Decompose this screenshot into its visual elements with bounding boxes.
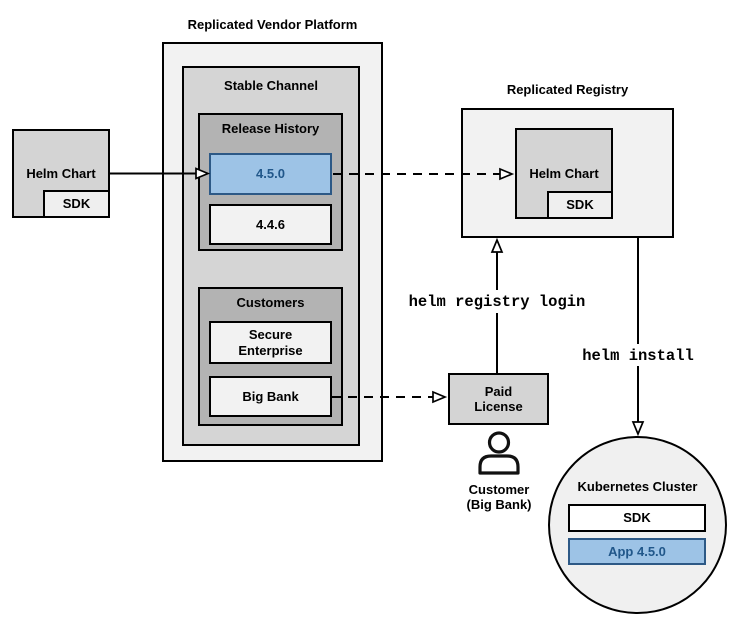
registry-helm-chart-box: Helm Chart SDK: [515, 128, 613, 219]
customer-big-bank: Big Bank: [209, 376, 332, 417]
source-helm-chart-label: Helm Chart: [26, 165, 96, 181]
release-history-label: Release History: [221, 121, 320, 136]
stable-channel-label: Stable Channel: [224, 78, 318, 93]
release-version-446: 4.4.6: [209, 204, 332, 245]
cluster-app-box: App 4.5.0: [568, 538, 706, 565]
registry-title: Replicated Registry: [506, 82, 629, 97]
customer-label: Customer (Big Bank): [466, 482, 532, 513]
vendor-platform-title: Replicated Vendor Platform: [187, 17, 358, 32]
helm-install-command: helm install: [582, 347, 694, 365]
arrow-registry-to-cluster: [631, 238, 645, 437]
source-helm-chart-box: Helm Chart SDK: [12, 129, 110, 218]
registry-helm-chart-label: Helm Chart: [529, 165, 599, 181]
release-version-450: 4.5.0: [209, 153, 332, 195]
source-sdk-box: SDK: [43, 190, 110, 218]
helm-registry-login-command: helm registry login: [408, 293, 586, 311]
customer-person-icon: [478, 431, 520, 475]
customer-secure-enterprise: Secure Enterprise: [209, 321, 332, 364]
kubernetes-cluster-title: Kubernetes Cluster: [577, 479, 698, 494]
cluster-sdk-box: SDK: [568, 504, 706, 532]
registry-sdk-box: SDK: [547, 191, 613, 219]
paid-license-box: Paid License: [448, 373, 549, 425]
customers-label: Customers: [236, 295, 305, 310]
